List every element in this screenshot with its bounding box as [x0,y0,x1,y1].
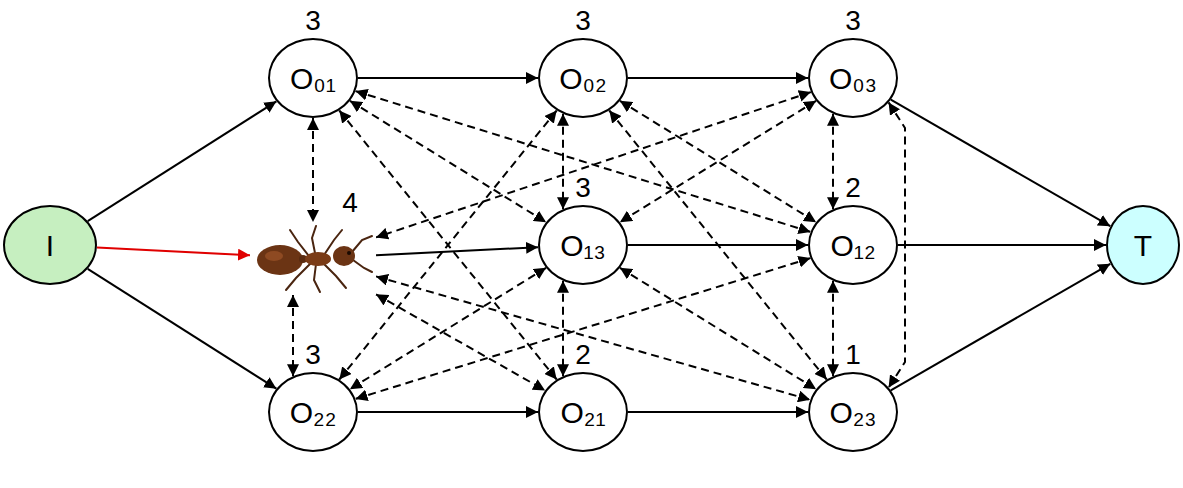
disjunctive-arc [292,295,294,376]
sequence-number: 3 [302,341,324,369]
disjunctive-arc [562,114,564,209]
operation-node: 2O₁₂ [808,205,898,285]
operation-label: O₂₃ [829,396,876,429]
disjunctive-arc [609,111,826,380]
sequence-number: 3 [842,7,864,35]
sequence-number: 1 [842,341,864,369]
disjunctive-arc [832,281,834,376]
sequence-number: 2 [842,174,864,202]
operation-label: O₀₃ [829,62,877,95]
conjunctive-arc [891,264,1111,391]
disjunctive-arc [562,281,564,376]
disjunctive-arc [832,114,834,209]
operation-label: O₀₂ [559,62,606,95]
operation-label: O₂₁ [560,396,605,429]
disjunctive-arc [620,101,816,222]
conjunctive-arc [358,77,538,79]
conjunctive-arc [88,101,277,221]
ant-path-arc [97,247,250,255]
sequence-number: 2 [572,341,594,369]
operation-node: 3O₁₃ [538,205,628,285]
operation-label: O₁₂ [830,229,875,262]
sequence-number: 3 [572,174,594,202]
ant-illustration [250,222,376,295]
conjunctive-arc [376,247,538,255]
operation-node: 1O₂₃ [808,372,898,452]
operation-label: T [1134,229,1152,262]
start-node: I [3,205,97,285]
conjunctive-arc [898,244,1106,246]
sequence-number: 3 [572,7,594,35]
operation-label: O₂₂ [290,396,337,429]
disjunctive-arc [376,294,545,390]
ant-node: 4 [250,222,376,295]
terminal-node: T [1106,205,1180,285]
sequence-number: 3 [302,7,324,35]
disjunctive-arc [620,101,816,222]
conjunctive-arc [628,411,808,413]
operation-node: 2O₂₁ [538,372,628,452]
conjunctive-arc [628,77,808,79]
operation-label: O₀₁ [290,62,336,95]
operation-label: I [46,229,54,262]
operation-node: 3O₀₁ [268,38,358,118]
sequence-number: 4 [339,189,361,217]
operation-node: 3O₂₂ [268,372,358,452]
disjunctive-arc [312,118,314,222]
conjunctive-arc [88,269,277,389]
operation-label: O₁₃ [560,229,606,262]
conjunctive-arc [358,411,538,413]
operation-node: 3O₀₂ [538,38,628,118]
conjunctive-arc [891,100,1111,227]
operation-node: 3O₀₃ [808,38,898,118]
